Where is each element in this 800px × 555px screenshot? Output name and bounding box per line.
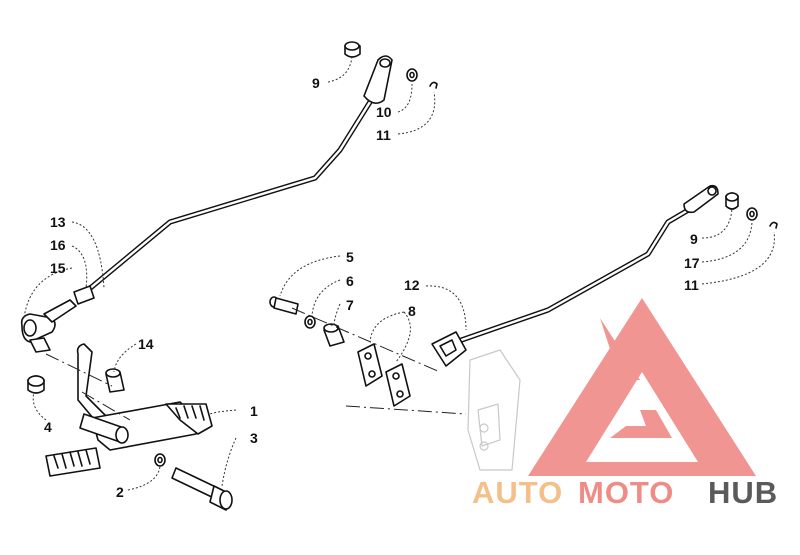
- washer-6: [304, 315, 316, 329]
- callout-14: 14: [138, 336, 154, 352]
- bolt-5: [269, 296, 299, 315]
- cotter-pin-11-right: [769, 221, 778, 229]
- upper-rod-clevis: [363, 55, 393, 104]
- callout-2: 2: [116, 484, 124, 500]
- watermark-auto: AUTO: [472, 475, 563, 510]
- callout-4: 4: [44, 419, 52, 435]
- lower-shift-rod: [447, 199, 705, 347]
- jam-nut-16: [73, 285, 95, 305]
- shift-lever-1: [45, 343, 213, 477]
- bushing-14: [105, 368, 125, 393]
- washer-17: [746, 207, 758, 221]
- callout-9-top: 9: [312, 75, 320, 91]
- callout-9-right: 9: [690, 231, 698, 247]
- callout-12: 12: [404, 277, 420, 293]
- watermark-moto: MOTO: [578, 475, 674, 510]
- center-axis: [291, 307, 467, 415]
- rod-end-triangle: [431, 331, 467, 367]
- callouts: 9 10 11 13 16 15 14 4 2 1 3 5 6 7 8 12 9…: [44, 75, 700, 500]
- nut-4: [27, 375, 45, 394]
- frame-ghost: [467, 349, 521, 471]
- watermark-text: AUTO MOTO HUB: [472, 475, 778, 510]
- callout-13: 13: [50, 214, 66, 230]
- callout-7: 7: [346, 297, 354, 313]
- upper-shift-rod: [85, 83, 383, 293]
- watermark-hub: HUB: [708, 475, 778, 510]
- callout-5: 5: [346, 249, 354, 265]
- callout-3: 3: [250, 430, 258, 446]
- callout-11-right: 11: [684, 277, 699, 293]
- pivot-tube: [79, 413, 129, 444]
- bracket-8a: [357, 343, 383, 387]
- callout-8: 8: [408, 303, 416, 319]
- callout-16: 16: [50, 237, 66, 253]
- callout-17: 17: [684, 255, 700, 271]
- nut-9-right: [725, 192, 739, 210]
- nut-9-top: [344, 41, 361, 58]
- washer-10: [406, 68, 418, 82]
- callout-15: 15: [50, 260, 66, 276]
- lower-rod-clevis: [683, 184, 719, 214]
- rod-end-15: [20, 299, 77, 353]
- lever-axis: [45, 353, 131, 421]
- callout-11-top: 11: [376, 127, 391, 143]
- callout-1: 1: [250, 403, 258, 419]
- bolt-3: [171, 467, 233, 511]
- cotter-pin-11-top: [429, 81, 438, 89]
- watermark-logo: [528, 298, 756, 476]
- callout-6: 6: [346, 273, 354, 289]
- washer-2: [154, 453, 166, 467]
- spacer-7: [323, 323, 345, 347]
- callout-10: 10: [376, 104, 392, 120]
- bracket-8b: [385, 363, 411, 407]
- leader-lines: [23, 55, 775, 491]
